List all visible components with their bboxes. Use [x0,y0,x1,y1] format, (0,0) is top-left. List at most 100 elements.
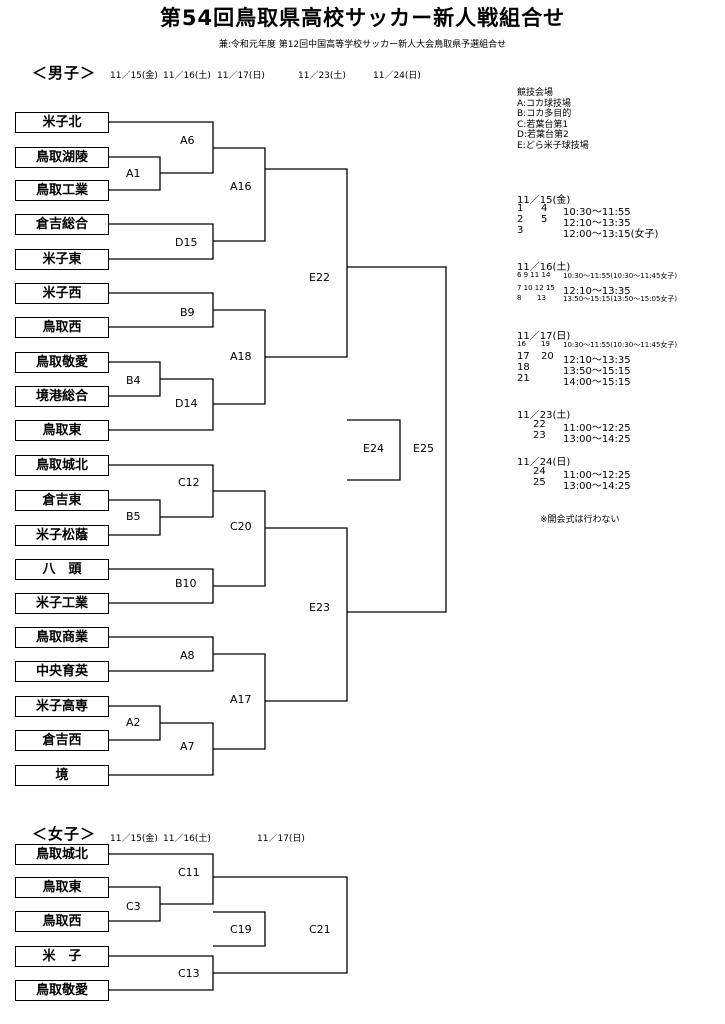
schedule-match-a: 18 [517,362,530,373]
match-label: E22 [309,271,330,284]
schedule-time: 13:50～15:15 [563,366,631,377]
girls-date-1: 11／15(金) [110,834,158,844]
schedule-time: 11:00～12:25 [563,423,631,434]
boys-date-4: 11／23(土) [298,71,346,81]
schedule-time: 13:00～14:25 [563,434,631,445]
team-box: 鳥取西 [15,317,109,338]
team-box: 境港総合 [15,386,109,407]
schedule-match-a: 16 [517,340,526,348]
schedule-match-a: 17 [517,351,530,362]
team-box: 米子西 [15,283,109,304]
schedule-time: 13:00～14:25 [563,481,631,492]
team-box: 倉吉東 [15,490,109,511]
team-box: 鳥取東 [15,420,109,441]
venue-item: B:コカ多目的 [517,109,572,119]
team-box: 米子工業 [15,593,109,614]
team-box: 鳥取敬愛 [15,352,109,373]
girls-date-3: 11／17(日) [257,834,305,844]
team-box: 鳥取城北 [15,844,109,865]
boys-date-5: 11／24(日) [373,71,421,81]
schedule-match-a: 2 [517,214,524,225]
match-label: D15 [175,236,198,249]
team-box: 倉吉西 [15,730,109,751]
schedule-time: 12:10～13:35 [563,355,631,366]
schedule-time: 10:30～11:55(10:30～11:45女子) [563,341,678,349]
match-label: B10 [175,577,197,590]
schedule-match-a: 24 [533,466,546,477]
match-label: A7 [180,740,195,753]
venue-item: E:どら米子球技場 [517,140,589,151]
team-box: 米 子 [15,946,109,967]
match-label: E25 [413,442,434,455]
schedule-date: 11／15(金) [517,195,571,206]
boys-date-1: 11／15(金) [110,71,158,81]
schedule-date: 11／17(日) [517,331,571,342]
schedule-match-a: 3 [517,225,524,236]
team-box: 米子北 [15,112,109,133]
match-label: E24 [363,442,384,455]
team-box: 米子東 [15,249,109,270]
schedule-time: 10:30～11:55(10:30～11:45女子) [563,272,678,280]
match-label: B5 [126,510,141,523]
schedule-match-b: 13 [537,294,546,302]
match-label: C21 [309,923,331,936]
match-label: A6 [180,134,195,147]
venue-item: D:若葉台第2 [517,130,569,140]
schedule-match-a: 1 [517,203,524,214]
note: ※開会式は行わない [540,515,620,525]
schedule-date: 11／16(土) [517,262,571,273]
team-box: 境 [15,765,109,786]
team-box: 鳥取西 [15,911,109,932]
match-label: E23 [309,601,330,614]
team-box: 鳥取東 [15,877,109,898]
match-label: A1 [126,167,141,180]
match-label: C11 [178,866,200,879]
girls-heading: ＜女子＞ [32,825,97,843]
page-title: 第54回鳥取県高校サッカー新人戦組合せ [159,6,566,30]
schedule-match-a: 7 10 12 15 [517,284,555,292]
schedule-date: 11／23(土) [517,410,571,421]
girls-date-2: 11／16(土) [163,834,211,844]
venue-item: C:若葉台第1 [517,119,569,130]
schedule-match-a: 6 9 11 14 [517,271,551,279]
match-label: C3 [126,900,141,913]
schedule-match-b: 20 [541,351,554,362]
schedule-time: 14:00～15:15 [563,377,631,388]
match-label: D14 [175,397,198,410]
team-box: 中央育英 [15,661,109,682]
venue-item: A:コカ球技場 [517,98,572,109]
match-label: A2 [126,716,141,729]
match-label: A16 [230,180,252,193]
team-box: 米子高専 [15,696,109,717]
match-label: C13 [178,967,200,980]
boys-heading: ＜男子＞ [32,64,97,82]
schedule-match-a: 8 [517,294,522,302]
schedule-time: 12:00～13:15(女子) [563,229,659,240]
schedule-match-a: 23 [533,430,546,441]
schedule-match-b: 4 [541,203,548,214]
team-box: 鳥取商業 [15,627,109,648]
schedule-time: 13:50～15:15(13:50～15:05女子) [563,295,678,303]
match-label: C12 [178,476,200,489]
team-box: 鳥取湖陵 [15,147,109,168]
schedule-match-a: 22 [533,419,546,430]
boys-date-2: 11／16(土) [163,71,211,81]
team-box: 倉吉総合 [15,214,109,235]
match-label: A17 [230,693,252,706]
team-box: 鳥取敬愛 [15,980,109,1001]
match-label: C19 [230,923,252,936]
schedule-time: 10:30～11:55 [563,207,631,218]
team-box: 鳥取城北 [15,455,109,476]
schedule-match-b: 19 [541,340,550,348]
page-subtitle: 兼:令和元年度 第12回中国高等学校サッカー新人大会鳥取県予選組合せ [218,40,507,50]
team-box: 米子松蔭 [15,525,109,546]
schedule-time: 11:00～12:25 [563,470,631,481]
schedule-time: 12:10～13:35 [563,218,631,229]
schedule-time: 12:10～13:35 [563,286,631,297]
match-label: B4 [126,374,141,387]
schedule-match-a: 25 [533,477,546,488]
venue-heading: 競技会場 [517,88,554,98]
match-label: A8 [180,649,195,662]
match-label: A18 [230,350,252,363]
